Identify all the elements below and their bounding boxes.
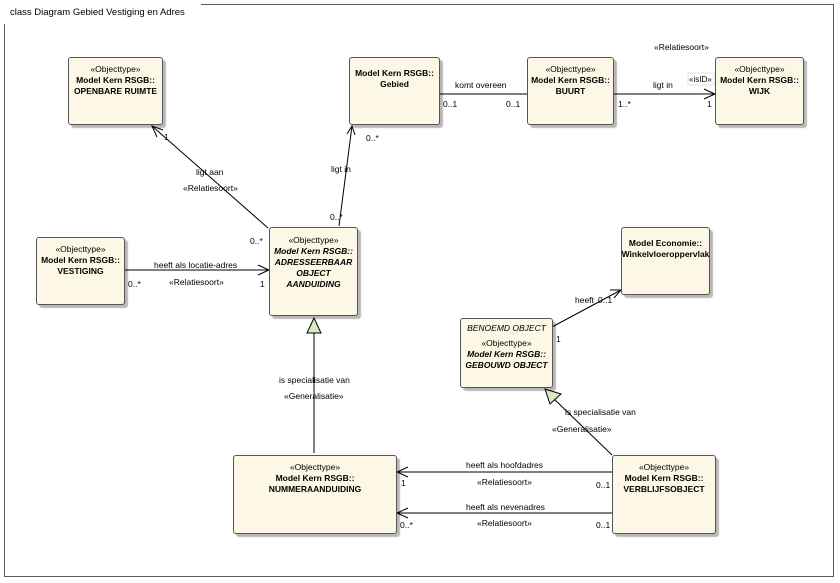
mult-nevenadres-source: 0..1 xyxy=(596,520,611,530)
mult-locatie-source: 0..* xyxy=(128,279,141,289)
mult-ligt-aan-source: 0..* xyxy=(250,236,263,246)
class-name: WIJK xyxy=(748,86,771,96)
arrowhead-ligt-aan xyxy=(151,125,164,138)
label-specialisatie-2: is specialisatie van xyxy=(565,407,636,417)
label-nevenadres: heeft als nevenadres xyxy=(466,502,545,512)
class-winkelvloeroppervlak[interactable]: Model Economie:: Winkelvloeroppervlak xyxy=(621,227,710,295)
connector-specialisatie-2 xyxy=(552,397,613,456)
label-ligt-in-wijk: ligt in xyxy=(653,80,673,90)
generalization-triangle-2 xyxy=(544,388,562,405)
class-name: Gebied xyxy=(380,79,409,89)
label-ligt-aan: ligt aan xyxy=(196,167,224,177)
arrowhead-nevenadres xyxy=(395,507,409,519)
package: Model Kern RSGB:: xyxy=(720,75,799,85)
mult-ligt-in-wijk-source: 1..* xyxy=(618,99,631,109)
package: Model Kern RSGB:: xyxy=(76,75,155,85)
mult-ligt-in-wijk-target: 1 xyxy=(707,99,712,109)
class-name: VESTIGING xyxy=(57,266,104,276)
class-openbare-ruimte[interactable]: «Objecttype» Model Kern RSGB:: OPENBARE … xyxy=(68,57,163,125)
mult-heeft-winkelvloer-target: 0..1 xyxy=(598,295,613,305)
class-name: OPENBARE RUIMTE xyxy=(73,86,158,96)
class-name: VERBLIJFSOBJECT xyxy=(623,484,705,494)
mult-hoofdadres-target: 1 xyxy=(401,478,406,488)
mult-locatie-target: 1 xyxy=(260,279,265,289)
mult-nevenadres-target: 0..* xyxy=(400,520,413,530)
mult-komt-overeen-source: 0..1 xyxy=(443,99,458,109)
diagram-title: class Diagram Gebied Vestiging en Adres xyxy=(4,4,201,24)
stereotype-heeft-als-locatie-adres: «Relatiesoort» xyxy=(169,277,224,287)
class-name-line-1: ADRESSEERBAAR xyxy=(274,257,353,267)
arrowhead-ligt-in-gebied xyxy=(346,124,356,136)
package: Model Kern RSGB:: xyxy=(274,246,353,256)
stereotype-specialisatie-2: «Generalisatie» xyxy=(552,424,612,434)
class-gebied[interactable]: Model Kern RSGB:: Gebied xyxy=(349,57,440,125)
label-ligt-in-gebied: ligt in xyxy=(331,164,351,174)
mult-ligt-in-gebied-source: 0..* xyxy=(330,212,343,222)
class-vestiging[interactable]: «Objecttype» Model Kern RSGB:: VESTIGING xyxy=(36,237,125,305)
class-name-line-3: AANDUIDING xyxy=(286,279,341,289)
class-buurt[interactable]: «Objecttype» Model Kern RSGB:: BUURT xyxy=(527,57,614,125)
stereotype-ligt-in-wijk: «Relatiesoort» xyxy=(654,42,709,52)
class-name: Winkelvloeroppervlak xyxy=(621,249,710,259)
mult-hoofdadres-source: 0..1 xyxy=(596,480,611,490)
class-name-line-2: OBJECT xyxy=(296,268,331,278)
mult-ligt-aan-target: 1 xyxy=(164,132,169,142)
qualifier-isid: «isID» xyxy=(689,75,712,84)
label-heeft-winkelvloer: heeft xyxy=(575,295,594,305)
label-komt-overeen: komt overeen xyxy=(455,80,507,90)
mult-heeft-winkelvloer-source: 1 xyxy=(556,334,561,344)
connector-ligt-aan xyxy=(151,125,269,229)
tagged-name: BENOEMD OBJECT xyxy=(467,323,546,333)
class-name: GEBOUWD OBJECT xyxy=(465,360,548,370)
stereotype: «Objecttype» xyxy=(288,235,339,245)
stereotype: «Objecttype» xyxy=(481,338,532,348)
stereotype: «Objecttype» xyxy=(638,462,690,472)
label-hoofdadres: heeft als hoofdadres xyxy=(466,460,544,470)
package: Model Kern RSGB:: xyxy=(467,349,546,359)
class-gebouwd-object[interactable]: BENOEMD OBJECT «Objecttype» Model Kern R… xyxy=(460,318,553,388)
class-name: NUMMERAANDUIDING xyxy=(268,484,362,494)
package: Model Kern RSGB:: xyxy=(531,75,610,85)
mult-komt-overeen-target: 0..1 xyxy=(506,99,521,109)
connector-ligt-in-gebied xyxy=(338,125,353,227)
class-name: BUURT xyxy=(555,86,586,96)
label-heeft-als-locatie-adres: heeft als locatie-adres xyxy=(154,260,238,270)
stereotype-specialisatie-1: «Generalisatie» xyxy=(284,391,344,401)
generalization-triangle-1 xyxy=(306,316,322,334)
class-verblijfsobject[interactable]: «Objecttype» Model Kern RSGB:: VERBLIJFS… xyxy=(612,455,716,534)
package: Model Kern RSGB:: xyxy=(355,68,434,78)
connector-heeft-winkelvloer xyxy=(551,289,622,328)
label-specialisatie-1: is specialisatie van xyxy=(279,375,350,385)
class-nummeraanduiding[interactable]: «Objecttype» Model Kern RSGB:: NUMMERAAN… xyxy=(233,455,397,534)
package: Model Economie:: xyxy=(628,238,703,248)
package: Model Kern RSGB:: xyxy=(624,473,704,483)
stereotype-hoofdadres: «Relatiesoort» xyxy=(477,477,532,487)
mult-ligt-in-gebied-target: 0..* xyxy=(366,133,379,143)
stereotype: «Objecttype» xyxy=(90,64,141,74)
isid-qualifier-box xyxy=(687,72,715,86)
arrowhead-hoofdadres xyxy=(395,466,409,478)
stereotype: «Objecttype» xyxy=(734,64,785,74)
stereotype: «Objecttype» xyxy=(55,244,106,254)
stereotype: «Objecttype» xyxy=(289,462,341,472)
package: Model Kern RSGB:: xyxy=(41,255,120,265)
package: Model Kern RSGB:: xyxy=(275,473,355,483)
stereotype-nevenadres: «Relatiesoort» xyxy=(477,518,532,528)
class-wijk[interactable]: «Objecttype» Model Kern RSGB:: WIJK xyxy=(715,57,804,125)
stereotype-ligt-aan: «Relatiesoort» xyxy=(183,183,238,193)
stereotype: «Objecttype» xyxy=(545,64,596,74)
class-adresseerbaar-object-aanduiding[interactable]: «Objecttype» Model Kern RSGB:: ADRESSEER… xyxy=(269,227,358,316)
